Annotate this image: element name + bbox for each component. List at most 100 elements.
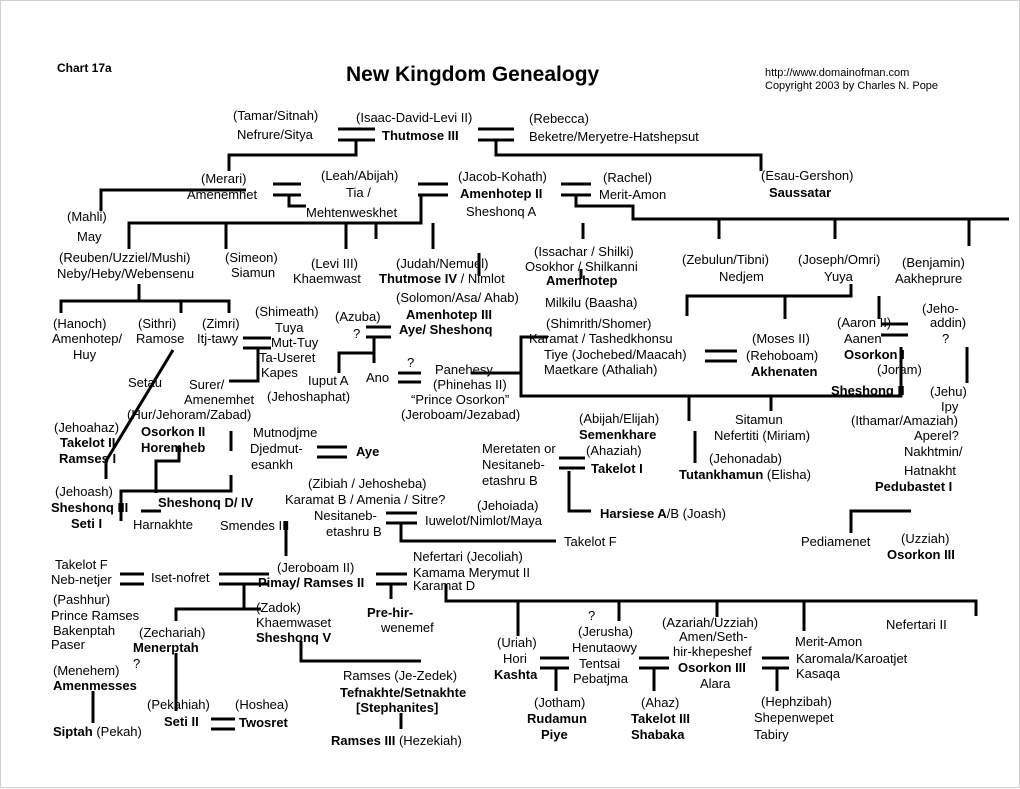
person-name: Prince Ramses [51, 608, 140, 623]
person-name: Shabaka [631, 727, 685, 742]
person-name: Osorkon III [887, 547, 955, 562]
person-label: (Zebulun/Tibni) [682, 252, 769, 267]
person-name: Amenhotep [546, 273, 618, 288]
person-name: Amenhotep III [406, 307, 492, 322]
chart-label: Chart 17a [57, 61, 112, 75]
person-name: Itj-tawy [197, 331, 239, 346]
person-name: Nefertiti (Miriam) [714, 428, 811, 443]
person-name: Hatnakht [904, 463, 957, 478]
person-label: (Merari) [201, 171, 247, 186]
person-name: Karamat B / Amenia / Sitre? [285, 492, 446, 507]
person-label: (Rachel) [603, 170, 653, 185]
person-name: Tefnakhte/Setnakhte [340, 685, 467, 700]
person-name: wenemef [381, 620, 434, 635]
person-name: Shepenwepet [754, 710, 834, 725]
person-name: Yuya [824, 269, 853, 284]
person-name: Mutnodjme [253, 425, 318, 440]
person-name: Aanen [844, 331, 882, 346]
person-label: (Hoshea) [235, 697, 289, 712]
person-label: Nefertari (Jecoliah) [413, 549, 523, 564]
person-name: Takelot III [631, 711, 690, 726]
person-name: Karomala/Karoatjet [796, 651, 908, 666]
person-label: (Aaron II) [837, 315, 892, 330]
person-name: Merit-Amon [599, 187, 667, 202]
person-name: Paser [51, 637, 85, 652]
person-name: Aakheprure [895, 271, 963, 286]
person-name: Neb-netjer [51, 572, 112, 587]
person-name: Sheshonq D/ IV [158, 495, 254, 510]
person-name: Ramses III [331, 733, 396, 748]
person-name: Osokhor / Shilkanni [525, 259, 638, 274]
person-name: Harsiese A [600, 506, 667, 521]
person-label: (Ithamar/Amaziah) [851, 413, 958, 428]
person-name: Ano [366, 370, 390, 385]
person-name: Takelot I [591, 461, 643, 476]
person-name: Meretaten or [482, 441, 556, 456]
person-label: (Azariah/Uzziah) [662, 615, 759, 630]
person-name: Tuya [275, 320, 304, 335]
person-name: “Prince Osorkon” [411, 392, 510, 407]
person-name: Akhenaten [751, 364, 818, 379]
person-label: (Zimri) [202, 316, 240, 331]
person-name: Nedjem [719, 269, 764, 284]
person-label: (Elisha) [763, 467, 811, 482]
person-name: Karamat D [413, 578, 476, 593]
descent-lines [59, 140, 1009, 729]
person-label: (Jotham) [534, 695, 586, 710]
person-name: Sheshonq A [466, 204, 537, 219]
person-name: Surer/ [189, 377, 225, 392]
person-name: Amenemhet [184, 392, 255, 407]
person-label: (Rebecca) [529, 111, 589, 126]
person-name: Amenhotep/ [52, 331, 123, 346]
person-label: (Jehu) [930, 384, 967, 399]
source-url[interactable]: http://www.domainofman.com [765, 67, 910, 79]
person-label: (Pekahiah) [147, 697, 210, 712]
person-name: Osorkon III [678, 660, 746, 675]
person-label: (Jehoiada) [477, 498, 539, 513]
person-label: (Reuben/Uzziel/Mushi) [59, 250, 191, 265]
person-name: Ramses I [59, 451, 117, 466]
person-label: (Azuba) [335, 309, 381, 324]
person-label: (Jacob-Kohath) [458, 169, 547, 184]
person-name: Harnakhte [133, 517, 193, 532]
person-name: Tia / [346, 185, 371, 200]
unknown-marker: ? [942, 331, 950, 346]
person-name: Thutmose III [382, 128, 459, 143]
person-name: Osorkon II [141, 424, 206, 439]
person-label: (Moses II) [752, 331, 810, 346]
person-label: (Uzziah) [901, 531, 950, 546]
person-label: (Joram) [877, 362, 922, 377]
person-name: Nefrure/Sitya [237, 127, 313, 142]
copyright-notice: Copyright 2003 by Charles N. Pope [765, 80, 939, 92]
person-name: Mehtenweskhet [306, 205, 398, 220]
person-name: Amenmesses [53, 678, 137, 693]
person-label: (Zadok) [256, 600, 301, 615]
person-label: (Jehoash) [55, 484, 113, 499]
person-label: (Jerusha) [578, 624, 633, 639]
unknown-marker: ? [588, 608, 596, 623]
person-name: [Stephanites] [356, 700, 439, 715]
person-label: (Shimrith/Shomer) [546, 316, 652, 331]
person-name: Sheshonq V [256, 630, 332, 645]
person-name-group: Ramses III (Hezekiah) [331, 733, 462, 748]
person-name: Saussatar [769, 185, 832, 200]
person-name-group: Harsiese A/B (Joash) [600, 506, 726, 521]
page-title: New Kingdom Genealogy [346, 63, 600, 86]
unknown-marker: ? [407, 355, 415, 370]
person-name: etashru B [326, 524, 382, 539]
person-label: (Phinehas II) [433, 377, 507, 392]
person-label: (Pekah) [92, 724, 142, 739]
person-name: Amenemhet [187, 187, 258, 202]
person-label: (Tamar/Sitnah) [233, 108, 319, 123]
person-label: (Jehonadab) [709, 451, 782, 466]
person-name: Rudamun [527, 711, 587, 726]
person-name: Siptah [53, 724, 93, 739]
person-name: hir-khepeshef [673, 644, 752, 659]
person-label: (Uriah) [497, 635, 537, 650]
person-label: (Hanoch) [53, 316, 107, 331]
person-name: Kashta [494, 667, 538, 682]
person-name: Setau [128, 375, 162, 390]
person-label: (Hephzibah) [761, 694, 832, 709]
